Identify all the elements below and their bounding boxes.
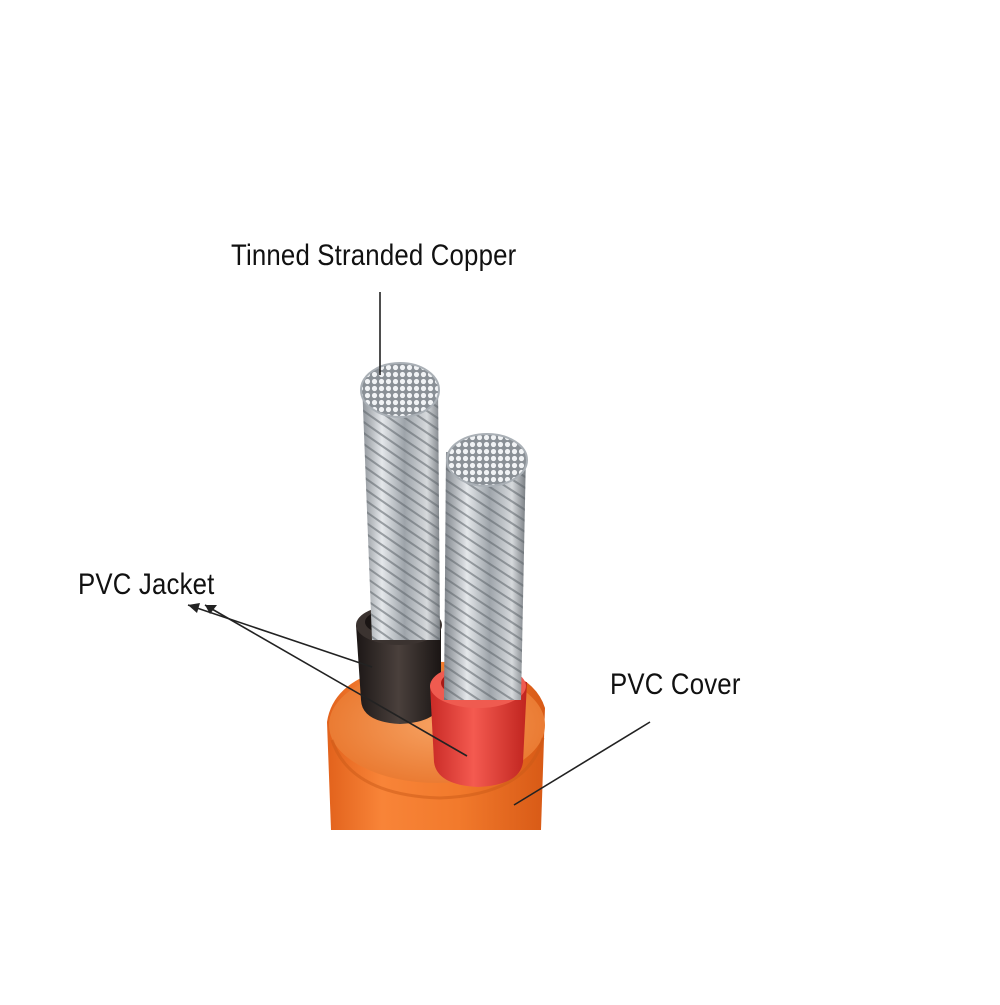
strand-twist-line [362,483,440,543]
strand-twist-line [444,476,526,536]
strand-twist-line [444,641,526,700]
strand-twist-line [444,630,526,690]
strand-twist-line [362,406,440,466]
label-tinned-stranded-copper: Tinned Stranded Copper [231,239,517,272]
strand-twist-line [362,461,440,521]
strand-twist-line [444,652,526,700]
jacket-leader-line-black [187,604,373,668]
strand-twist-line [444,674,526,700]
strand-twist-line [444,597,526,657]
strand-twist-line [444,608,526,668]
strand-twist-line [444,498,526,558]
strand-twist-line [444,685,526,700]
strand-twist-line [444,619,526,679]
strand-twist-line [362,472,440,532]
strand-twist-line [444,553,526,613]
strand-twist-line [444,663,526,700]
strand-twist-line [444,509,526,569]
left-copper-wire [360,362,440,640]
strand-twist-line [444,487,526,547]
jacket-leader-arrows [188,603,217,614]
strand-twist-line [444,520,526,580]
strand-twist-line [362,494,440,554]
leader-lines [187,292,651,806]
label-pvc-cover: PVC Cover [610,668,741,701]
strand-twist-line [444,531,526,591]
strand-twist-line [362,417,440,477]
strand-twist-line [444,575,526,635]
strand-twist-line [362,450,440,510]
strand-twist-line [444,542,526,602]
cover-leader-line [513,721,651,806]
strand-twist-line [362,428,440,488]
right-copper-wire [444,433,528,700]
jacket-leader-line-red [204,604,468,757]
strand-twist-line [444,564,526,624]
label-pvc-jacket: PVC Jacket [78,568,215,601]
strand-twist-line [444,586,526,646]
strand-twist-line [362,439,440,499]
